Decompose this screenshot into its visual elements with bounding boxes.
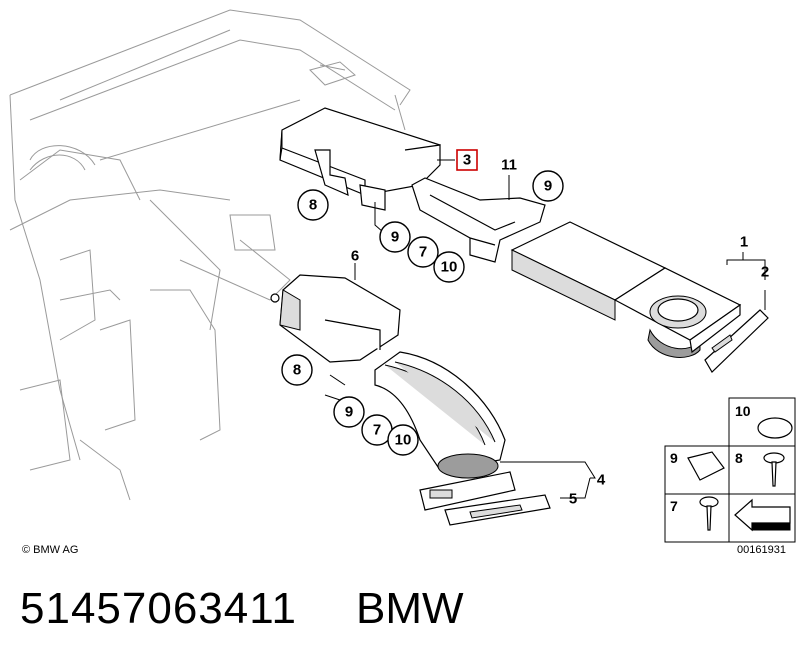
callout-1[interactable]: 1 — [740, 234, 748, 251]
callout-9-mid-label: 9 — [391, 229, 399, 246]
brand-name: BMW — [356, 584, 464, 633]
callout-circle — [281, 354, 313, 386]
callout-8-top-label: 8 — [309, 197, 317, 214]
callout-circle — [333, 396, 365, 428]
callout-7-top-label: 7 — [419, 244, 427, 261]
callout-8-top[interactable]: 8 — [297, 189, 329, 221]
drawing-number: 00161931 — [737, 544, 786, 556]
dashboard-outline — [9, 9, 411, 501]
legend-label-9: 9 — [670, 450, 678, 466]
legend-label-7: 7 — [670, 498, 678, 514]
callout-5[interactable]: 5 — [569, 491, 577, 508]
part-6-duct — [270, 274, 401, 363]
part-3-housing — [279, 107, 441, 211]
leader-lines — [324, 159, 766, 499]
parts-diagram: 3 11 9 1 2 8 9 7 10 6 8 9 7 — [9, 9, 796, 556]
callout-1-label: 1 — [740, 234, 748, 251]
callout-10-bottom-label: 10 — [395, 432, 412, 449]
legend-grid: 10 9 8 7 — [664, 397, 796, 543]
legend-cell-8 — [728, 445, 796, 495]
callout-10-top-label: 10 — [441, 259, 458, 276]
callout-4[interactable]: 4 — [597, 472, 606, 489]
callout-5-label: 5 — [569, 491, 577, 508]
callout-8-bottom[interactable]: 8 — [281, 354, 313, 386]
callout-2[interactable]: 2 — [761, 264, 769, 281]
callout-circle — [433, 251, 465, 283]
clip-nut-icon — [687, 451, 725, 481]
callout-3[interactable]: 3 — [456, 149, 478, 171]
callout-9-mid[interactable]: 9 — [379, 221, 411, 253]
callout-7-top[interactable]: 7 — [407, 236, 439, 268]
part-11-bracket — [411, 177, 546, 263]
callout-3-label: 3 — [463, 152, 471, 169]
copyright-text: © BMW AG — [22, 544, 78, 556]
callout-circle — [407, 236, 439, 268]
plug-icon — [757, 417, 793, 439]
part-2-cover-panel — [704, 309, 769, 373]
callout-9-bottom[interactable]: 9 — [333, 396, 365, 428]
callout-4-label: 4 — [597, 472, 606, 489]
callout-9-bottom-label: 9 — [345, 404, 353, 421]
callout-circle — [379, 221, 411, 253]
legend-label-10: 10 — [735, 403, 751, 419]
callout-2-label: 2 — [761, 264, 769, 281]
callout-9-top-label: 9 — [544, 178, 552, 195]
callout-10-top[interactable]: 10 — [433, 251, 465, 283]
part-1-cupholder — [510, 221, 742, 358]
callout-8-bottom-label: 8 — [293, 362, 301, 379]
legend-label-8: 8 — [735, 450, 743, 466]
callout-9-top[interactable]: 9 — [532, 170, 564, 202]
callout-11[interactable]: 11 — [501, 157, 517, 174]
callout-6-label: 6 — [351, 248, 359, 265]
callout-7-bottom-label: 7 — [373, 422, 381, 439]
part-number: 51457063411 — [20, 584, 297, 633]
part-5-trim — [444, 494, 551, 526]
callout-3-highlight-box — [456, 149, 478, 171]
callout-circle — [297, 189, 329, 221]
callout-6[interactable]: 6 — [351, 248, 359, 265]
callout-circle — [387, 424, 419, 456]
callout-circle — [532, 170, 564, 202]
callout-11-label: 11 — [501, 157, 517, 174]
part-4-vent — [374, 351, 516, 511]
callout-10-bottom[interactable]: 10 — [387, 424, 419, 456]
